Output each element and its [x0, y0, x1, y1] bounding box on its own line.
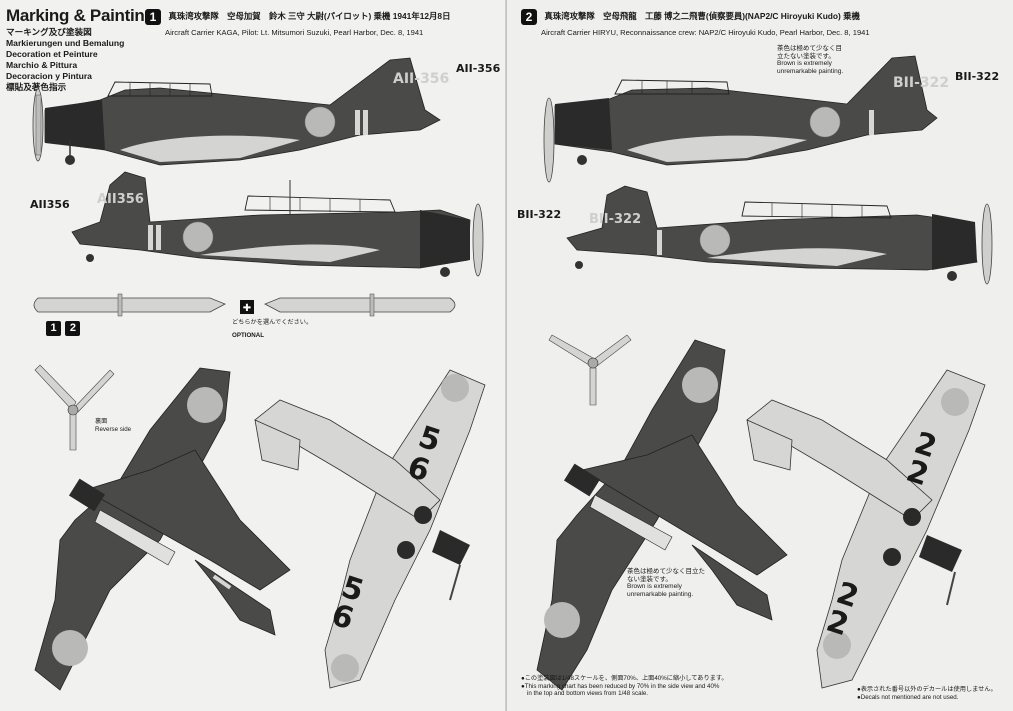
badge-1: 1 — [46, 321, 61, 336]
bottom-view-hiryu — [746, 369, 986, 689]
scheme-number-badge-2: 2 — [521, 9, 537, 25]
lang-fr: Decoration et Peinture — [6, 49, 98, 59]
tail-code-on-fin-left-2: BII-322 — [589, 212, 642, 227]
propeller-detail-left — [34, 364, 115, 451]
scale-note-jp: ●この塗装図は1/48スケールを、側面70%、上面40%に縮小してあります。 — [521, 675, 728, 682]
side-view-left-kaga — [71, 171, 484, 277]
lang-jp: マーキング及び塗装図 — [6, 27, 92, 37]
paint-note-en-lower: Brown is extremely unremarkable painting… — [627, 583, 694, 598]
page-title: Marking & Painting — [6, 6, 155, 25]
tail-code-callout: AII-356 — [456, 62, 501, 75]
scheme-number-badge: 1 — [145, 9, 161, 25]
paint-note-upper: 茶色は極めて少なく目立たない塗装です。 Brown is extremely u… — [777, 45, 847, 75]
scheme1-header-jp: 真珠湾攻撃隊 空母加賀 鈴木 三守 大尉(パイロット) 乗機 1941年12月8… — [168, 11, 451, 21]
shared-badges: 1 2 — [46, 318, 81, 336]
paint-note-jp: 茶色は極めて少なく目立たない塗装です。 — [777, 45, 842, 60]
tail-code-callout-left: AII356 — [30, 198, 70, 211]
decal-note-en: ●Decals not mentioned are not used. — [857, 693, 959, 701]
book-spine — [505, 0, 508, 711]
bottom-view-kaga — [254, 369, 486, 689]
paint-note-lower: 茶色は極めて少なく目立たない塗装です。 Brown is extremely u… — [627, 568, 707, 598]
torpedo-note-en: OPTIONAL — [232, 332, 264, 339]
scale-note-en1: ●This marking chart has been reduced by … — [521, 682, 720, 690]
paint-note-en: Brown is extremely unremarkable painting… — [777, 60, 844, 75]
decal-note: ●表示された番号以外のデカールは使用しません。 ●Decals not ment… — [857, 686, 997, 701]
propeller-detail-right — [548, 334, 632, 406]
badge-2: 2 — [65, 321, 81, 336]
paint-note-jp-lower: 茶色は極めて少なく目立たない塗装です。 — [627, 568, 705, 583]
side-view-right-kaga — [32, 57, 441, 166]
top-view-kaga — [34, 367, 291, 691]
lang-es: Decoracion y Pintura — [6, 71, 92, 81]
scheme1-header-en: Aircraft Carrier KAGA, Pilot: Lt. Mitsum… — [165, 28, 424, 37]
top-view-hiryu — [536, 339, 788, 691]
tail-code-callout-left-2: BII-322 — [517, 208, 562, 221]
torpedo-options: ✚ — [33, 293, 456, 317]
scheme1-header: 1 真珠湾攻撃隊 空母加賀 鈴木 三守 大尉(パイロット) 乗機 1941年12… — [145, 8, 450, 37]
scheme2-header: 2 真珠湾攻撃隊 空母飛龍 工藤 博之二飛曹(偵察要員)(NAP2/C Hiro… — [521, 8, 870, 37]
scheme2-header-jp: 真珠湾攻撃隊 空母飛龍 工藤 博之二飛曹(偵察要員)(NAP2/C Hiroyu… — [544, 11, 860, 21]
tail-code-on-fin-2: BII-322 — [893, 75, 950, 91]
reverse-side-jp: 裏面 — [95, 418, 108, 425]
right-page: 2 真珠湾攻撃隊 空母飛龍 工藤 博之二飛曹(偵察要員)(NAP2/C Hiro… — [507, 0, 1013, 711]
torpedo-note-jp: どちらかを選んでください。 — [232, 319, 313, 326]
decal-note-jp: ●表示された番号以外のデカールは使用しません。 — [857, 686, 997, 693]
reverse-side-note: 裏面 Reverse side — [95, 418, 131, 433]
scheme2-header-en: Aircraft Carrier HIRYU, Reconnaissance c… — [541, 28, 870, 37]
scale-note-en2: in the top and bottom views from 1/48 sc… — [527, 690, 649, 697]
language-list: マーキング及び塗装図 Markierungen und Bemalung Dec… — [6, 27, 124, 93]
svg-text:✚: ✚ — [243, 303, 251, 314]
lang-de: Markierungen und Bemalung — [6, 38, 125, 48]
left-page: Marking & Painting マーキング及び塗装図 Markierung… — [0, 0, 506, 711]
side-view-right-hiryu — [543, 55, 938, 183]
tail-code-callout-2: BII-322 — [955, 70, 1000, 83]
lang-it: Marchio & Pittura — [6, 60, 78, 70]
tail-code-on-fin: AII-356 — [393, 71, 450, 87]
side-view-left-hiryu — [566, 185, 993, 285]
scale-note: ●この塗装図は1/48スケールを、側面70%、上面40%に縮小してあります。 ●… — [521, 675, 728, 698]
reverse-side-en: Reverse side — [95, 425, 132, 433]
lang-cn: 標貼及著色指示 — [6, 82, 67, 92]
tail-code-on-fin-left: AII356 — [97, 192, 144, 207]
